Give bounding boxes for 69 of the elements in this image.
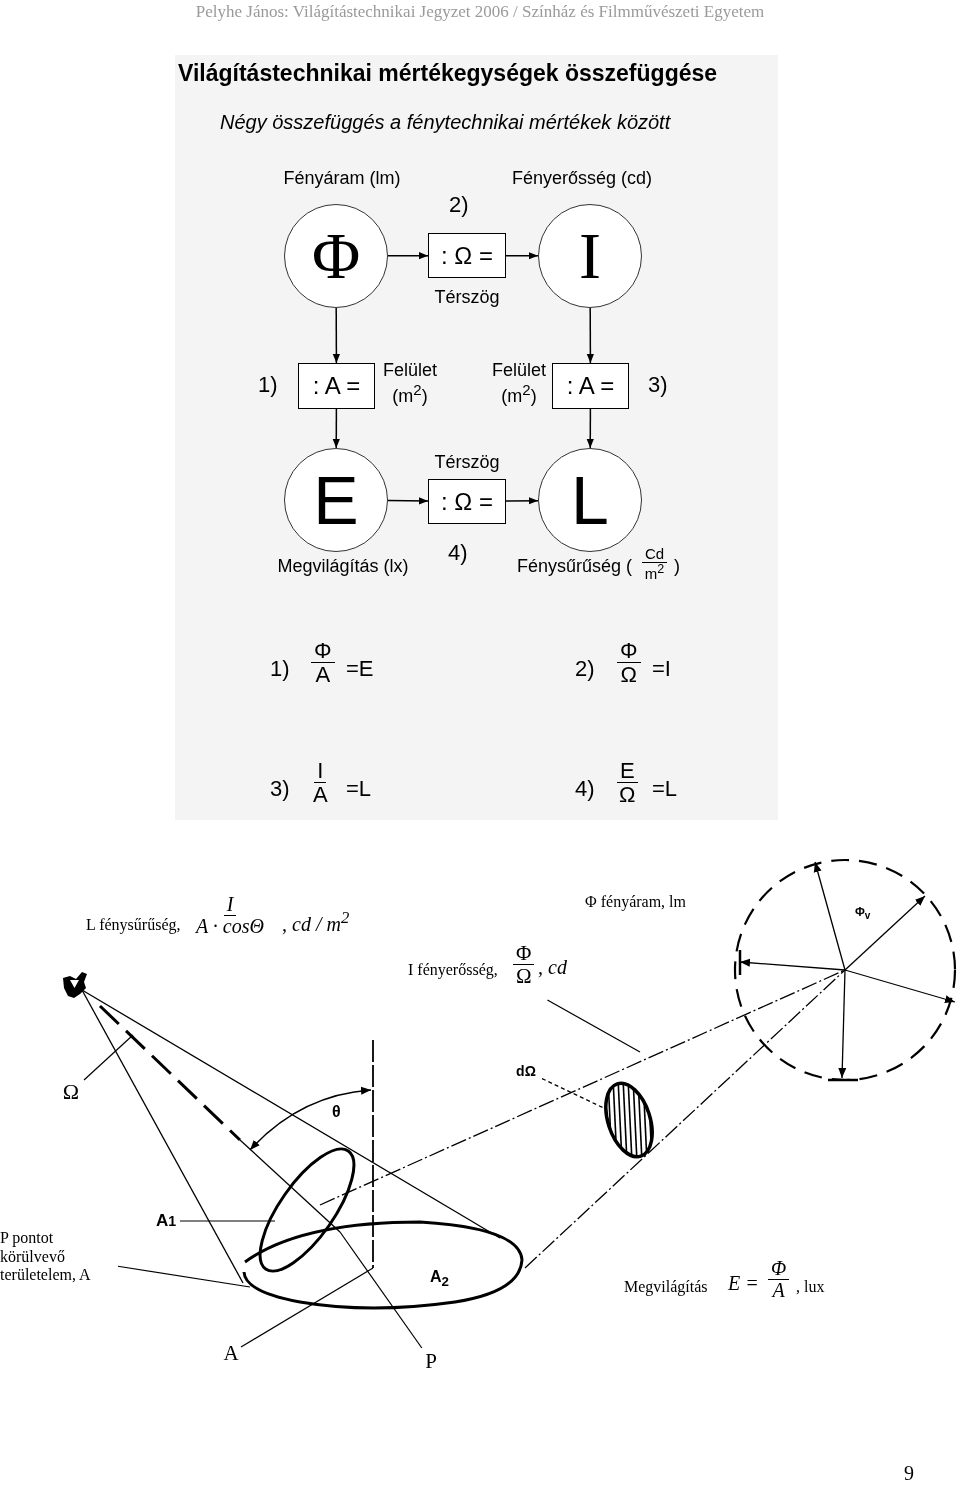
operation-box: : A = xyxy=(552,363,629,409)
quantity-caption: ) xyxy=(674,556,680,577)
fraction: Φ Ω xyxy=(617,639,641,687)
annotation-text: L fénysűrűség, xyxy=(86,916,181,934)
annotation-text: Φ fényáram, lm xyxy=(585,893,686,911)
leader-line xyxy=(541,1078,605,1109)
point-label: P xyxy=(421,1348,441,1374)
area-label: A$_{2}$ xyxy=(430,1268,449,1290)
leader-line xyxy=(117,1265,251,1288)
leader-line xyxy=(339,1231,423,1349)
page-number: 9 xyxy=(904,1462,914,1485)
quantity-caption: Megvilágítás (lx) xyxy=(277,556,409,577)
leader-line xyxy=(179,1220,276,1222)
arrow xyxy=(586,307,594,364)
leader-line xyxy=(240,1267,374,1348)
angle-label: θ xyxy=(332,1103,341,1121)
diagram-subtitle: Négy összefüggés a fénytechnikai mértékek között xyxy=(220,111,671,134)
fraction: I A xyxy=(313,759,328,807)
hatched-ellipse xyxy=(604,1078,654,1162)
symbol-label: dΩ xyxy=(510,1062,542,1080)
relation-number: 4) xyxy=(448,540,468,566)
operation-box: : Ω = xyxy=(428,233,506,278)
formula-result: =E xyxy=(346,656,374,682)
relation-number: 1) xyxy=(258,372,278,398)
quantity-caption: Térszög xyxy=(434,287,500,308)
fraction: I A · cosΘ xyxy=(196,894,264,937)
formula-text: E = xyxy=(728,1272,759,1295)
annotation-text: Megvilágítás xyxy=(624,1278,708,1296)
quantity-caption: Fényerősség (cd) xyxy=(511,168,653,189)
fraction: Φ Ω xyxy=(513,942,535,988)
relation-number: 4) xyxy=(575,776,595,802)
unit-text: , cd / m$^{2}$ xyxy=(282,908,350,936)
arrow xyxy=(332,307,340,364)
relation-number: 1) xyxy=(270,656,290,682)
arrow xyxy=(387,497,429,505)
quantity-caption: Felület (m$^{2}$) xyxy=(382,360,438,407)
arrow xyxy=(387,252,429,260)
operation-box: : A = xyxy=(298,363,375,409)
fraction: Cd m$^{2}$ xyxy=(642,546,668,582)
leader-line xyxy=(83,1034,134,1081)
symbol-label: Φ$_{v}$ xyxy=(855,905,871,922)
diagram-title: Világítástechnikai mértékegységek összefüggése xyxy=(178,60,718,87)
annotation-text: P pontot körülvevő területelem, A xyxy=(0,1227,118,1287)
arrow xyxy=(586,408,594,449)
operation-box: : Ω = xyxy=(428,479,506,524)
quantity-caption: Térszög xyxy=(434,452,500,473)
arrow xyxy=(505,252,539,260)
running-header: Pelyhe János: Világítástechnikai Jegyzet 2006 / Színház és Filmművészeti Egyetem xyxy=(195,2,765,22)
relation-number: 2) xyxy=(575,656,595,682)
relation-number: 3) xyxy=(270,776,290,802)
arrow xyxy=(505,497,539,505)
relation-number: 3) xyxy=(648,372,668,398)
formula-result: =I xyxy=(652,656,671,682)
fraction: Φ A xyxy=(311,639,335,687)
fraction: E Ω xyxy=(617,759,638,807)
quantity-caption: Fénysűrűség ( xyxy=(517,556,633,577)
point-label: A xyxy=(221,1340,241,1366)
formula-result: =L xyxy=(652,776,678,802)
leader-line xyxy=(546,999,641,1053)
relation-number: 2) xyxy=(449,192,469,218)
symbol-label: Ω xyxy=(58,1078,84,1106)
unit-text: , cd xyxy=(538,956,567,979)
unit-text: , lux xyxy=(796,1278,825,1296)
annotation-text: I fényerősség, xyxy=(408,961,498,979)
quantity-caption: Fényáram (lm) xyxy=(283,168,401,189)
fraction: Φ A xyxy=(768,1258,790,1301)
quantity-caption: Felület (m$^{2}$) xyxy=(491,360,547,407)
formula-result: =L xyxy=(346,776,372,802)
arrow xyxy=(332,408,340,449)
